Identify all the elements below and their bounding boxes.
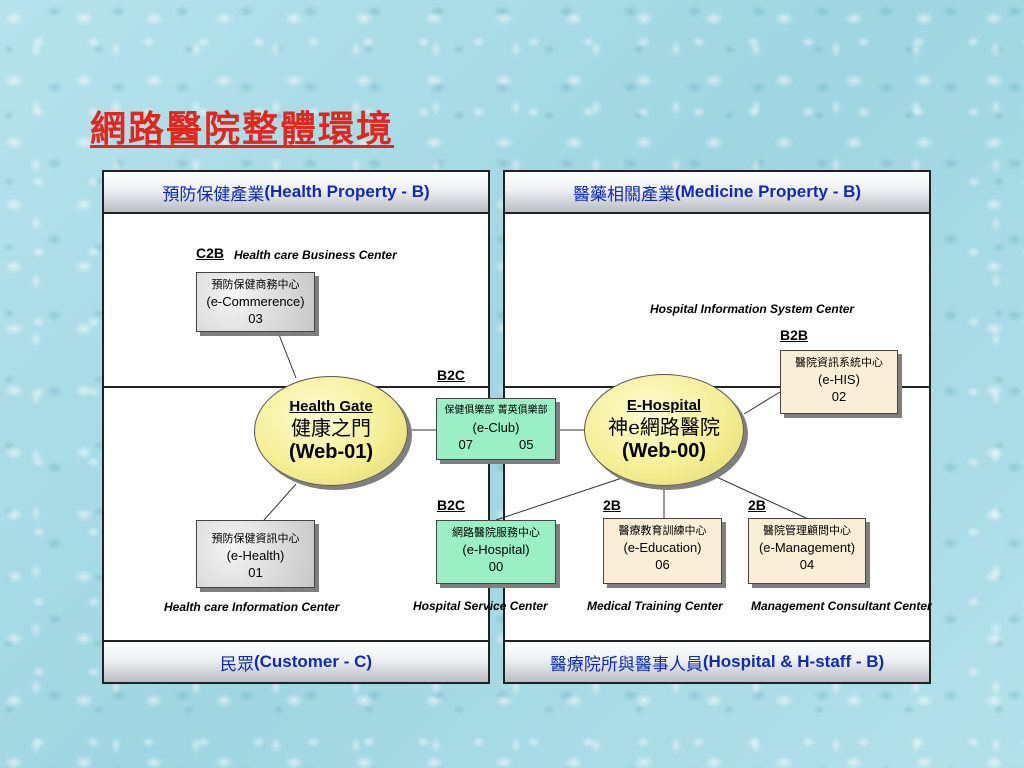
header-medicine-property: 醫藥相關產業(Medicine Property - B) <box>503 170 931 214</box>
node-num: 01 <box>248 565 263 580</box>
node-num: 00 <box>488 559 504 574</box>
header-health-property: 預防保健產業(Health Property - B) <box>102 170 490 214</box>
caption-his-center: Hospital Information System Center <box>650 302 855 316</box>
header-en: (Medicine Property - B) <box>674 182 862 201</box>
node-zh: 預防保健商務中心 <box>211 278 300 291</box>
oval-zh: 神e網路醫院 <box>608 415 720 439</box>
page-title: 網路醫院整體環境 <box>90 108 395 150</box>
node-num: 03 <box>248 311 263 326</box>
node-en: (e-Health) <box>226 548 285 563</box>
caption-medical-training-center: Medical Training Center <box>587 599 723 613</box>
node-e-management[interactable]: 醫院管理顧問中心 (e-Management) 04 <box>748 518 866 584</box>
node-num: 04 <box>799 557 815 572</box>
header-zh: 預防保健產業 <box>162 184 265 204</box>
node-num: 06 <box>655 557 670 572</box>
b2b-tag: B2B <box>780 327 809 343</box>
header-hospital-staff: 醫療院所與醫事人員(Hospital & H-staff - B) <box>503 640 931 684</box>
node-zh: 醫院資訊系統中心 <box>795 356 883 369</box>
c2b-tag: C2B <box>196 245 225 261</box>
b2c-tag-hospital: B2C <box>437 497 466 513</box>
node-en: (e-Club) <box>472 420 520 435</box>
node-num-b: 05 <box>519 437 534 452</box>
two-b-tag-education: 2B <box>603 497 621 513</box>
node-zh: 網路醫院服務中心 <box>452 526 540 539</box>
header-en: (Hospital & H-staff - B) <box>702 652 885 671</box>
oval-code: (Web-00) <box>621 440 707 462</box>
node-en: (e-Hospital) <box>462 542 530 557</box>
node-num: 02 <box>831 389 847 404</box>
club-numbers: 07 05 <box>459 436 534 453</box>
caption-management-consultant-center: Management Consultant Center <box>751 599 932 613</box>
node-en: (e-Commerence) <box>206 294 305 309</box>
header-zh: 醫藥相關產業 <box>572 184 675 204</box>
header-zh: 醫療院所與醫事人員 <box>549 654 703 674</box>
header-zh: 民眾 <box>219 654 254 674</box>
node-e-health[interactable]: 預防保健資訊中心 (e-Health) 01 <box>196 520 315 588</box>
oval-e-hospital[interactable]: E-Hospital 神e網路醫院 (Web-00) <box>584 374 744 486</box>
node-e-education[interactable]: 醫療教育訓練中心 (e-Education) 06 <box>603 518 722 584</box>
header-en: (Health Property - B) <box>264 182 430 201</box>
c2b-caption: Health care Business Center <box>234 248 397 262</box>
b2c-tag-club: B2C <box>437 367 466 383</box>
caption-health-info-center: Health care Information Center <box>164 600 340 614</box>
node-e-hospital-service[interactable]: 網路醫院服務中心 (e-Hospital) 00 <box>436 520 556 584</box>
oval-zh: 健康之門 <box>291 416 371 440</box>
header-en: (Customer - C) <box>253 652 373 671</box>
oval-name: Health Gate <box>289 398 373 415</box>
caption-hospital-service-center: Hospital Service Center <box>413 599 548 613</box>
two-b-tag-management: 2B <box>748 497 766 513</box>
node-en: (e-Management) <box>758 540 856 555</box>
oval-code: (Web-01) <box>288 441 374 463</box>
node-num-a: 07 <box>458 437 473 452</box>
node-e-commerence[interactable]: 預防保健商務中心 (e-Commerence) 03 <box>196 272 315 332</box>
node-zh: 醫療教育訓練中心 <box>618 524 707 537</box>
node-e-his[interactable]: 醫院資訊系統中心 (e-HIS) 02 <box>780 350 898 414</box>
node-zh: 預防保健資訊中心 <box>211 532 300 545</box>
node-en: (e-Education) <box>623 540 702 555</box>
oval-name: E-Hospital <box>626 397 702 414</box>
node-en: (e-HIS) <box>818 372 860 387</box>
oval-health-gate[interactable]: Health Gate 健康之門 (Web-01) <box>254 376 408 486</box>
node-zh: 保健俱樂部 菁英俱樂部 <box>444 405 548 416</box>
node-zh: 醫院管理顧問中心 <box>763 524 851 537</box>
node-e-club[interactable]: 保健俱樂部 菁英俱樂部 (e-Club) 07 05 <box>436 398 556 460</box>
header-customer: 民眾(Customer - C) <box>102 640 490 684</box>
right-divider <box>503 386 931 388</box>
